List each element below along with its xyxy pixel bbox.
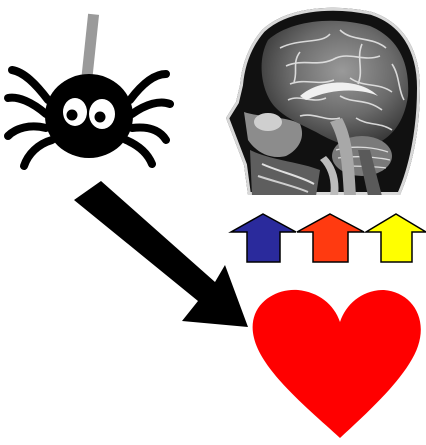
- diagonal-arrow-icon: [74, 181, 248, 327]
- up-arrow-icon: [297, 214, 364, 262]
- heart-icon: [253, 290, 421, 438]
- spider-icon: [8, 14, 170, 166]
- brain-mri-sagittal-image: [220, 0, 426, 200]
- up-arrows-row: [231, 214, 426, 262]
- spider-body: [45, 74, 133, 158]
- up-arrow-icon: [231, 214, 296, 262]
- up-arrow-icon: [366, 214, 426, 262]
